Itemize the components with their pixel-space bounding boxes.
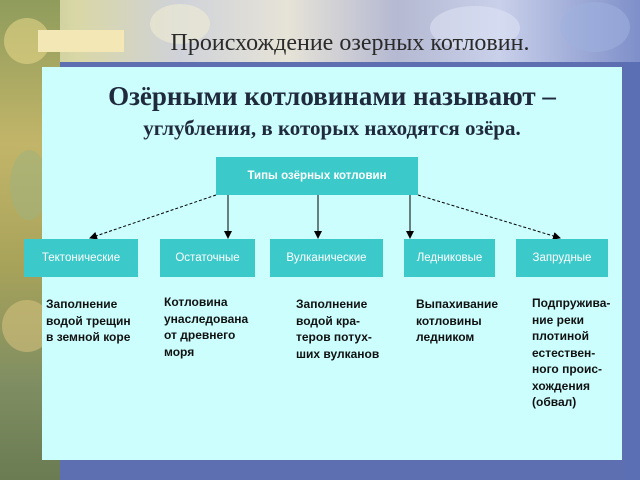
content-panel: Озёрными котловинами называют – углублен… <box>24 67 622 460</box>
connector-arrow <box>417 194 561 240</box>
connector-lines <box>89 194 561 240</box>
page-title: Происхождение озерных котловин. <box>170 30 530 56</box>
decorative-shape <box>430 6 520 50</box>
type-description-residual: Котловина унаследована от древнего моря <box>164 295 249 359</box>
connector-arrow <box>89 194 217 240</box>
root-type-box: Типы озёрных котловин <box>216 157 418 195</box>
definition-subheading: углубления, в которых находятся озёра. <box>143 116 521 140</box>
definition-heading: Озёрными котловинами называют – <box>108 81 556 111</box>
decorative-right-strip <box>625 62 640 480</box>
type-box-glacial: Ледниковые <box>404 239 495 277</box>
type-box-tectonic: Тектонические <box>24 239 138 277</box>
type-description-glacial: Выпахивание котловины ледником <box>416 297 499 344</box>
decorative-shape <box>150 4 210 44</box>
type-box-volcanic: Вулканические <box>270 239 383 277</box>
type-description-dammed: Подпружива- ние реки плотиной естествен-… <box>532 296 611 409</box>
type-box-residual: Остаточные <box>160 239 255 277</box>
type-box-dammed: Запрудные <box>516 239 608 277</box>
type-description-tectonic: Заполнение водой трещин в земной коре <box>46 297 131 344</box>
decorative-title-pad <box>38 30 124 52</box>
decorative-shape <box>560 2 630 52</box>
decorative-shape <box>10 150 48 220</box>
type-description-volcanic: Заполнение водой кра- теров потух- ших в… <box>296 297 380 361</box>
